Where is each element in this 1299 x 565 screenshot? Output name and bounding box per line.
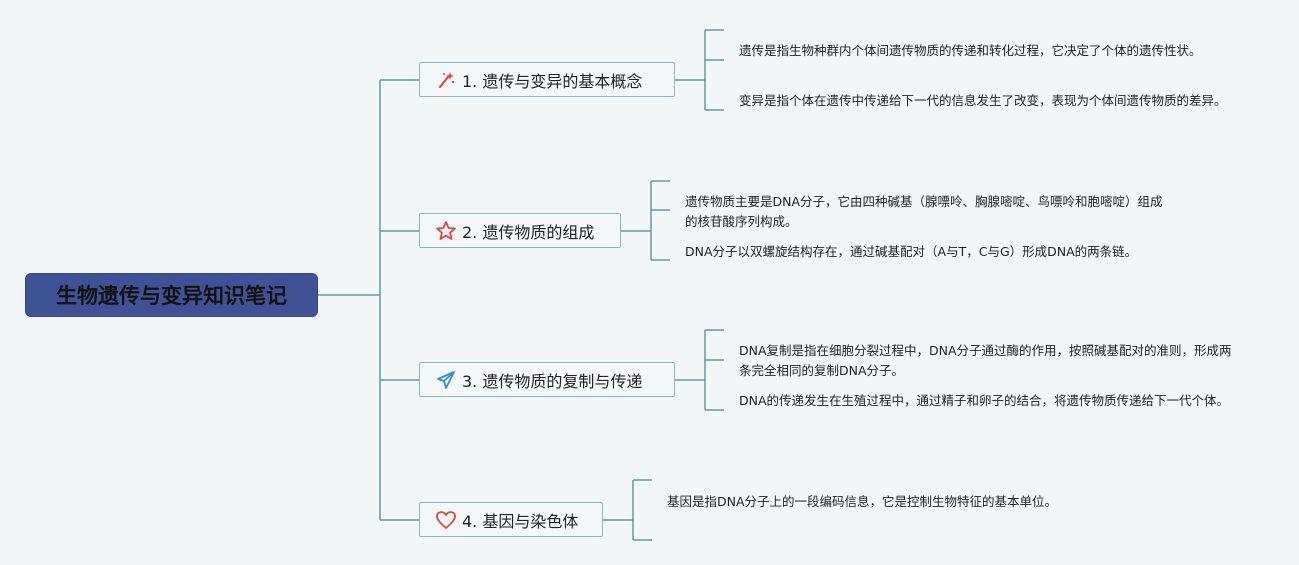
note-2-2: DNA分子以双螺旋结构存在，通过碱基配对（A与T，C与G）形成DNA的两条链。 bbox=[685, 244, 1138, 259]
note-1-2: 变异是指个体在遗传中传递给下一代的信息发生了改变，表现为个体间遗传物质的差异。 bbox=[739, 93, 1227, 108]
note-3-1: DNA复制是指在细胞分裂过程中，DNA分子通过酶的作用，按照碱基配对的准则，形成… bbox=[739, 343, 1232, 378]
branch-label: 1. 遗传与变异的基本概念 bbox=[462, 71, 643, 91]
branch-label: 3. 遗传物质的复制与传递 bbox=[462, 371, 643, 391]
note-4-1: 基因是指DNA分子上的一段编码信息，它是控制生物特征的基本单位。 bbox=[667, 494, 1058, 509]
root-title: 生物遗传与变异知识笔记 bbox=[56, 284, 287, 308]
branch-label: 4. 基因与染色体 bbox=[462, 511, 579, 531]
root-topic[interactable]: 生物遗传与变异知识笔记 bbox=[25, 273, 318, 317]
branch-topic-1[interactable]: 1. 遗传与变异的基本概念 bbox=[419, 62, 675, 97]
branch-topic-4[interactable]: 4. 基因与染色体 bbox=[419, 502, 603, 537]
paper-plane-icon bbox=[434, 368, 458, 392]
star-icon bbox=[434, 219, 458, 243]
note-3-2: DNA的传递发生在生殖过程中，通过精子和卵子的结合，将遗传物质传递给下一代个体。 bbox=[739, 393, 1230, 408]
heart-icon bbox=[434, 508, 458, 532]
note-1-1: 遗传是指生物种群内个体间遗传物质的传递和转化过程，它决定了个体的遗传性状。 bbox=[739, 43, 1202, 58]
sparkle-wand-icon bbox=[434, 68, 458, 92]
note-2-1: 遗传物质主要是DNA分子，它由四种碱基（腺嘌呤、胸腺嘧啶、鸟嘌呤和胞嘧啶）组成的… bbox=[685, 194, 1163, 229]
branch-topic-3[interactable]: 3. 遗传物质的复制与传递 bbox=[419, 362, 675, 397]
branch-label: 2. 遗传物质的组成 bbox=[462, 222, 595, 242]
branch-topic-2[interactable]: 2. 遗传物质的组成 bbox=[419, 213, 621, 248]
